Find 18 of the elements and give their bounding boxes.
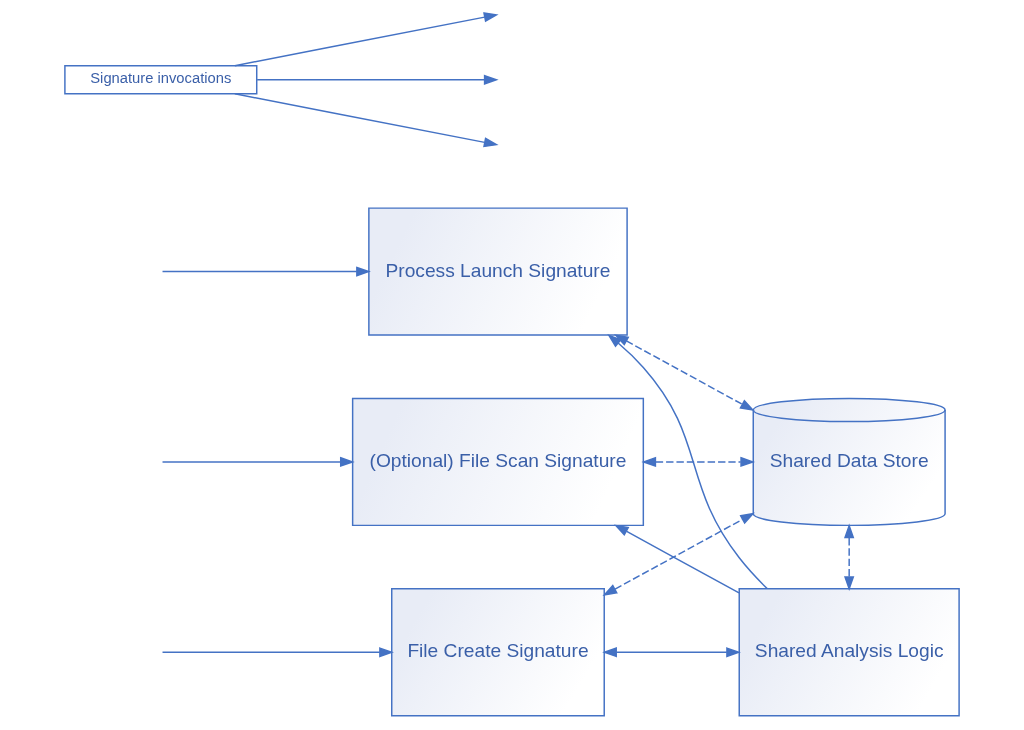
node-box: Shared Analysis Logic — [738, 588, 960, 717]
arrow — [234, 12, 499, 67]
node-box: (Optional) File Scan Signature — [351, 397, 645, 527]
arrow — [602, 512, 755, 596]
arrow — [613, 524, 740, 594]
arrow — [607, 334, 768, 590]
arrow — [161, 266, 371, 277]
arrow — [161, 456, 355, 468]
node-box: Process Launch Signature — [368, 207, 628, 336]
arrow — [844, 523, 855, 591]
arrow — [613, 334, 755, 412]
arrow — [602, 647, 741, 658]
node-box: Signature invocations — [64, 65, 258, 95]
arrow — [641, 456, 756, 468]
arrow — [256, 74, 499, 85]
arrow — [234, 93, 499, 148]
arrow — [161, 647, 394, 658]
node-box: File Create Signature — [391, 588, 605, 717]
